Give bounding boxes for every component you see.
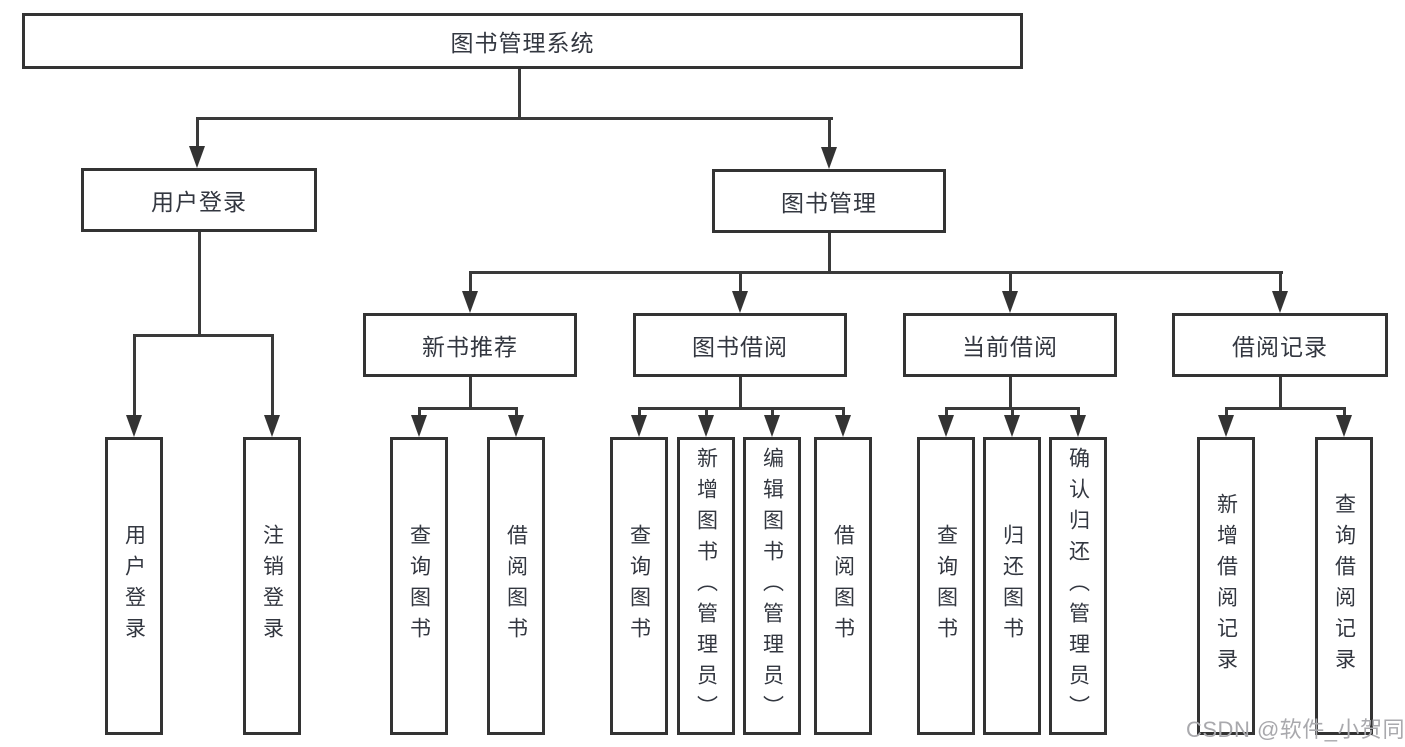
connector-line bbox=[196, 117, 199, 148]
node-cb-confirm-return-admin: 确认归还（管理员） bbox=[1049, 437, 1107, 735]
arrowhead-down-icon bbox=[1004, 415, 1020, 437]
node-cb-return-books-label: 归还图书 bbox=[1000, 524, 1024, 648]
node-br-query-record: 查询借阅记录 bbox=[1315, 437, 1373, 735]
node-borrowing-records: 借阅记录 bbox=[1172, 313, 1388, 377]
node-logout-label: 注销登录 bbox=[260, 524, 284, 648]
connector-line bbox=[739, 271, 742, 293]
connector-line bbox=[1225, 407, 1346, 410]
connector-line bbox=[1077, 407, 1080, 417]
connector-line bbox=[198, 232, 201, 337]
node-new-book-recommend: 新书推荐 bbox=[363, 313, 577, 377]
arrowhead-down-icon bbox=[835, 415, 851, 437]
node-user-login: 用户登录 bbox=[105, 437, 163, 735]
connector-line bbox=[469, 271, 472, 293]
arrowhead-down-icon bbox=[1002, 291, 1018, 313]
node-current-borrowing-label: 当前借阅 bbox=[962, 334, 1058, 360]
node-bb-borrow-books-label: 借阅图书 bbox=[831, 524, 855, 648]
node-cb-return-books: 归还图书 bbox=[983, 437, 1041, 735]
arrowhead-down-icon bbox=[189, 146, 205, 168]
node-book-management-label: 图书管理 bbox=[781, 190, 877, 216]
arrowhead-down-icon bbox=[732, 291, 748, 313]
arrowhead-down-icon bbox=[938, 415, 954, 437]
connector-line bbox=[739, 377, 742, 410]
node-bb-borrow-books: 借阅图书 bbox=[814, 437, 872, 735]
connector-line bbox=[771, 407, 774, 417]
connector-line bbox=[518, 69, 521, 120]
connector-line bbox=[1279, 271, 1282, 293]
connector-line bbox=[638, 407, 641, 417]
node-nb-borrow-books: 借阅图书 bbox=[487, 437, 545, 735]
connector-line bbox=[828, 233, 831, 274]
node-bb-edit-books-admin-label: 编辑图书（管理员） bbox=[760, 446, 784, 726]
connector-line bbox=[271, 334, 274, 417]
node-nb-query-books-label: 查询图书 bbox=[407, 524, 431, 648]
connector-line bbox=[469, 271, 1283, 274]
csdn-watermark: CSDN @软件_小贺同学 bbox=[1186, 717, 1405, 742]
node-cb-query-books-label: 查询图书 bbox=[934, 524, 958, 648]
connector-line bbox=[705, 407, 708, 417]
node-new-book-recommend-label: 新书推荐 bbox=[422, 334, 518, 360]
connector-line bbox=[418, 407, 518, 410]
node-book-borrowing: 图书借阅 bbox=[633, 313, 847, 377]
node-user-login-group-label: 用户登录 bbox=[151, 189, 247, 215]
node-book-management: 图书管理 bbox=[712, 169, 946, 233]
node-logout: 注销登录 bbox=[243, 437, 301, 735]
node-current-borrowing: 当前借阅 bbox=[903, 313, 1117, 377]
node-cb-query-books: 查询图书 bbox=[917, 437, 975, 735]
arrowhead-down-icon bbox=[1272, 291, 1288, 313]
connector-line bbox=[842, 407, 845, 417]
arrowhead-down-icon bbox=[264, 415, 280, 437]
node-book-borrowing-label: 图书借阅 bbox=[692, 334, 788, 360]
node-br-add-record-label: 新增借阅记录 bbox=[1214, 493, 1238, 679]
arrowhead-down-icon bbox=[631, 415, 647, 437]
arrowhead-down-icon bbox=[1218, 415, 1234, 437]
node-root-label: 图书管理系统 bbox=[450, 30, 595, 56]
node-borrowing-records-label: 借阅记录 bbox=[1232, 334, 1328, 360]
node-bb-query-books-label: 查询图书 bbox=[627, 524, 651, 648]
node-root: 图书管理系统 bbox=[22, 13, 1023, 69]
connector-line bbox=[1011, 407, 1014, 417]
connector-line bbox=[828, 117, 831, 149]
node-bb-edit-books-admin: 编辑图书（管理员） bbox=[743, 437, 801, 735]
node-user-login-label: 用户登录 bbox=[122, 524, 146, 648]
connector-line bbox=[1009, 377, 1012, 410]
arrowhead-down-icon bbox=[1070, 415, 1086, 437]
node-nb-borrow-books-label: 借阅图书 bbox=[504, 524, 528, 648]
arrowhead-down-icon bbox=[126, 415, 142, 437]
connector-line bbox=[1279, 377, 1282, 410]
node-bb-query-books: 查询图书 bbox=[610, 437, 668, 735]
connector-line bbox=[1009, 271, 1012, 293]
connector-line bbox=[515, 407, 518, 417]
node-br-query-record-label: 查询借阅记录 bbox=[1332, 493, 1356, 679]
connector-line bbox=[133, 334, 274, 337]
arrowhead-down-icon bbox=[821, 147, 837, 169]
connector-line bbox=[1343, 407, 1346, 417]
connector-line bbox=[418, 407, 421, 417]
arrowhead-down-icon bbox=[508, 415, 524, 437]
node-nb-query-books: 查询图书 bbox=[390, 437, 448, 735]
arrowhead-down-icon bbox=[462, 291, 478, 313]
node-bb-add-books-admin: 新增图书（管理员） bbox=[677, 437, 735, 735]
arrowhead-down-icon bbox=[764, 415, 780, 437]
node-bb-add-books-admin-label: 新增图书（管理员） bbox=[694, 446, 718, 726]
node-br-add-record: 新增借阅记录 bbox=[1197, 437, 1255, 735]
connector-line bbox=[638, 407, 845, 410]
arrowhead-down-icon bbox=[411, 415, 427, 437]
connector-line bbox=[133, 334, 136, 417]
arrowhead-down-icon bbox=[698, 415, 714, 437]
arrowhead-down-icon bbox=[1336, 415, 1352, 437]
node-cb-confirm-return-admin-label: 确认归还（管理员） bbox=[1066, 446, 1090, 726]
node-user-login-group: 用户登录 bbox=[81, 168, 317, 232]
connector-line bbox=[196, 117, 833, 120]
connector-line bbox=[469, 377, 472, 410]
connector-line bbox=[1225, 407, 1228, 417]
connector-line bbox=[945, 407, 948, 417]
